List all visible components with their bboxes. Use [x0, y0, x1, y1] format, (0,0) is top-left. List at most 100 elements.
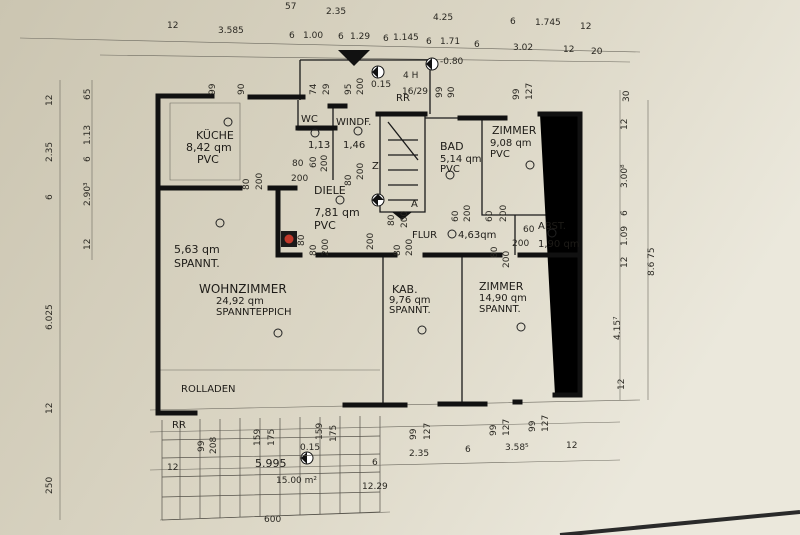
room-area: 8,42 qm — [186, 141, 232, 154]
dim: 12 — [167, 21, 178, 31]
door-dim: 80 — [393, 244, 403, 256]
dim: 4.15⁷ — [613, 316, 623, 340]
room-zimmer-2: ZIMMER 14,90 qm SPANNT. — [479, 280, 527, 315]
door-dim: 200 — [366, 233, 376, 250]
annotations: ROLLADEN RR RR Z A 4 H 16/29 -0.80 0.15 … — [172, 57, 464, 525]
dim: 29 — [322, 83, 332, 95]
room-wohnzimmer: WOHNZIMMER 24,92 qm SPANNTEPPICH — [199, 282, 291, 318]
dim: 6 — [289, 31, 295, 41]
dim: 1.00 — [303, 31, 323, 41]
room-bad: BAD 5,14 qm PVC — [440, 140, 482, 175]
dim: 99 — [197, 440, 207, 452]
room-floor: SPANNTEPPICH — [216, 307, 291, 318]
terrace-area: 15.00 m² — [276, 476, 317, 486]
rolladen-label: ROLLADEN — [181, 384, 236, 395]
dim: 8.6 75 — [647, 247, 657, 276]
dim: 1.09 — [620, 226, 630, 246]
dim: 12 — [45, 403, 55, 414]
dim: 6 — [338, 32, 344, 42]
room-name: KÜCHE — [196, 129, 234, 142]
dimensions-top-openings: 99 90 74 29 95 200 99 90 99 127 30 — [208, 78, 632, 102]
dim: 99 — [409, 428, 419, 440]
dim: 3.00⁸ — [620, 164, 630, 188]
dim: 12 — [167, 463, 178, 473]
level-marker-icons — [300, 50, 439, 465]
door-dim: 80 — [490, 246, 500, 258]
room-area: 9,76 qm — [389, 295, 431, 306]
room-area: 5,63 qm — [174, 243, 220, 256]
door-dim: 80 — [297, 234, 307, 246]
dim: 6 — [465, 445, 471, 455]
room-name: BAD — [440, 140, 464, 153]
room-kueche: KÜCHE 8,42 qm PVC — [186, 129, 234, 166]
door-dim: 60 — [309, 156, 319, 168]
dim: 12 — [566, 441, 577, 451]
dimensions-left: 12 2.35 65 6 1.13 6 2.90³ 12 6.025 12 25… — [45, 89, 178, 494]
dim: 12 — [563, 45, 574, 55]
room-floor: SPANNT. — [479, 304, 521, 315]
page-edge — [559, 510, 800, 535]
dim: 90 — [237, 83, 247, 95]
door-dim: 200 — [405, 239, 415, 256]
terrace-length: 600 — [264, 515, 281, 525]
door-dim: 60 — [523, 225, 535, 235]
dim: 6 — [426, 37, 432, 47]
dim: 90 — [447, 86, 457, 98]
door-dimensions: 80 60 200 200 80 200 80 200 60 200 80 20… — [242, 155, 535, 268]
dim: 2.35 — [326, 7, 346, 17]
dim: 12 — [617, 379, 627, 390]
dim: 3.02 — [513, 43, 533, 53]
terrace-grid — [161, 416, 381, 521]
door-dim: 80 — [242, 178, 252, 190]
dim: 1.745 — [535, 18, 561, 28]
dim: 6 — [383, 34, 389, 44]
room-name: ZIMMER — [479, 280, 524, 293]
dim: 208 — [209, 437, 219, 454]
room-name: WC — [301, 114, 318, 125]
dim: 127 — [541, 415, 551, 432]
dim: 6 — [510, 17, 516, 27]
door-dim: 200 — [463, 205, 473, 222]
dim: 6 — [620, 210, 630, 216]
rr-label: RR — [172, 420, 186, 431]
door-dim: 80 — [292, 159, 304, 169]
door-dim: 200 — [400, 211, 410, 228]
room-area: 7,81 qm — [314, 206, 360, 219]
stairs-label: 4 H — [403, 71, 418, 81]
door-dim: 200 — [356, 163, 366, 180]
level-label: 0.15 — [371, 80, 391, 90]
dim: 200 — [356, 78, 366, 95]
door-dim: 200 — [512, 239, 529, 249]
room-kabinett: KAB. 9,76 qm SPANNT. — [389, 283, 431, 316]
room-floor: PVC — [490, 149, 510, 160]
room-area: 5,14 qm — [440, 154, 482, 165]
rr-label: RR — [396, 93, 410, 104]
dim: 3.585 — [218, 26, 244, 36]
dim: 159 — [315, 423, 325, 440]
room-name: KAB. — [392, 283, 418, 296]
level-label: -0.80 — [440, 57, 464, 67]
room-area: 1,46 — [343, 140, 365, 151]
dim: 12 — [580, 22, 591, 32]
dim: 175 — [329, 425, 339, 442]
dim: 127 — [525, 83, 535, 100]
door-dim: 200 — [291, 174, 308, 184]
dim: 20 — [591, 47, 603, 57]
dim: 12.29 — [362, 482, 388, 492]
room-name: DIELE — [314, 184, 346, 197]
room-area: 9,08 qm — [490, 138, 532, 149]
dim: 250 — [45, 477, 55, 494]
dim: 6 — [474, 40, 480, 50]
room-essplatz: 5,63 qm SPANNT. — [174, 243, 220, 270]
dim: 65 — [83, 89, 93, 100]
dim: 2.35 — [45, 142, 55, 162]
dim: 6.025 — [45, 304, 55, 330]
room-name: ABST. — [538, 221, 566, 232]
dim: 159 — [253, 429, 263, 446]
door-dim: 60 — [451, 210, 461, 222]
room-area: 1,13 — [308, 140, 330, 151]
stairs-ratio: 16/29 — [402, 87, 428, 97]
dim: 1.13 — [83, 125, 93, 145]
door-dim: 200 — [320, 155, 330, 172]
